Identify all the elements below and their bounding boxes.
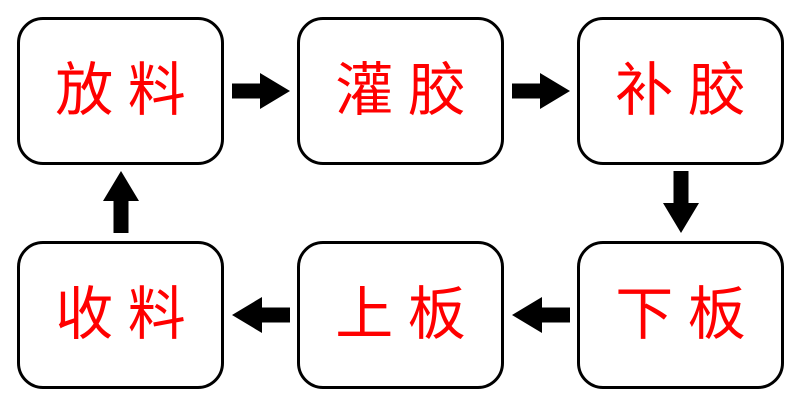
down-arrow-icon — [663, 171, 699, 233]
node-load-board-label: 上板 — [335, 282, 481, 347]
left-arrow-icon — [512, 297, 570, 333]
arrow-refill-to-unload — [663, 171, 699, 233]
node-glue-refill-label: 补胶 — [615, 58, 761, 123]
node-glue-refill: 补胶 — [577, 17, 784, 165]
up-arrow-icon — [103, 171, 139, 233]
node-feed-material: 放料 — [17, 17, 224, 165]
node-collect-material: 收料 — [17, 241, 224, 389]
node-feed-material-label: 放料 — [55, 58, 201, 123]
node-unload-board: 下板 — [577, 241, 784, 389]
node-glue-filling: 灌胶 — [297, 17, 504, 165]
node-glue-filling-label: 灌胶 — [335, 58, 481, 123]
node-load-board: 上板 — [297, 241, 504, 389]
node-unload-board-label: 下板 — [615, 282, 761, 347]
node-collect-material-label: 收料 — [55, 282, 201, 347]
arrow-unload-to-load — [512, 297, 570, 333]
arrow-collect-to-feed — [103, 171, 139, 233]
left-arrow-icon — [232, 297, 290, 333]
right-arrow-icon — [512, 73, 570, 109]
right-arrow-icon — [232, 73, 290, 109]
arrow-feed-to-filling — [232, 73, 290, 109]
arrow-load-to-collect — [232, 297, 290, 333]
arrow-filling-to-refill — [512, 73, 570, 109]
